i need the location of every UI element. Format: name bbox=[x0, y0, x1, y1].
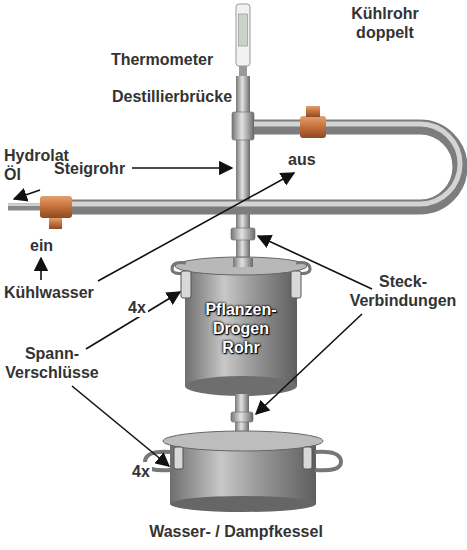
thermometer-probe bbox=[239, 66, 247, 76]
count-label: 4x bbox=[130, 462, 152, 481]
clamp bbox=[303, 447, 312, 469]
vessel-label: Pflanzen- Drogen Rohr bbox=[205, 300, 276, 357]
thermometer bbox=[236, 4, 250, 66]
thermometer-display bbox=[239, 14, 248, 46]
plug-connection bbox=[231, 412, 253, 422]
part-label: Destillierbrücke bbox=[112, 87, 232, 106]
node-text: Pflanzen- Drogen Rohr bbox=[205, 300, 276, 357]
leader-arrow bbox=[14, 190, 40, 199]
water-outlet-port bbox=[306, 106, 320, 117]
part-label: Thermometer bbox=[111, 50, 213, 69]
leader-arrow bbox=[86, 292, 180, 349]
part-label: Spann- Verschlüsse bbox=[5, 344, 98, 382]
part-label: Steigrohr bbox=[54, 159, 125, 178]
copper-fitting bbox=[40, 196, 72, 218]
count-label: 4x bbox=[126, 298, 148, 317]
flow-label: ein bbox=[30, 236, 53, 255]
water-inlet-port bbox=[49, 218, 62, 229]
herb-vessel bbox=[185, 268, 297, 386]
outlet-pipe bbox=[8, 204, 42, 211]
leader-arrow bbox=[98, 173, 294, 281]
clamp bbox=[291, 271, 301, 298]
clamp bbox=[174, 447, 183, 469]
pipe-highlight bbox=[8, 204, 42, 206]
leader-arrow bbox=[132, 167, 232, 169]
part-label: Kühlwasser bbox=[4, 283, 94, 302]
leader-arrow bbox=[256, 314, 362, 414]
pot-lid bbox=[163, 431, 323, 451]
t-fitting bbox=[232, 112, 254, 140]
part-label: Steck- Verbindungen bbox=[350, 272, 457, 310]
pipe-highlight bbox=[40, 124, 460, 204]
cooling-pipe bbox=[40, 127, 460, 207]
leader-arrow bbox=[40, 258, 42, 280]
pot-handle bbox=[315, 452, 341, 471]
part-label: Wasser- / Dampfkessel bbox=[149, 522, 323, 541]
pot-bottom bbox=[170, 496, 316, 512]
plug-connection bbox=[231, 228, 255, 240]
leader-arrow bbox=[72, 386, 169, 466]
vessel-lid bbox=[175, 257, 307, 275]
vessel-bottom bbox=[185, 376, 297, 396]
leader-arrow bbox=[258, 236, 372, 289]
part-label: Kühlrohr doppelt bbox=[351, 4, 419, 42]
flow-label: aus bbox=[288, 150, 316, 169]
copper-fitting bbox=[300, 116, 326, 138]
clamp bbox=[181, 271, 191, 298]
vessel-top-socket bbox=[233, 258, 253, 267]
